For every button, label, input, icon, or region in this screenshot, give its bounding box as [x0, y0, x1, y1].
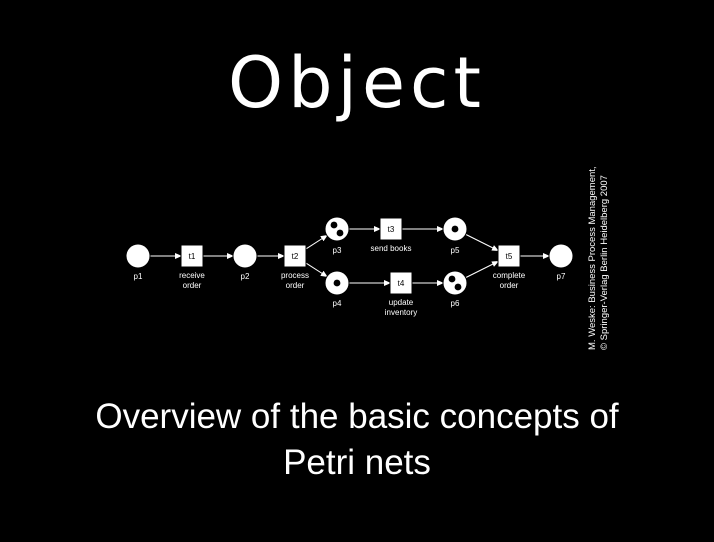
transition-t2 [283, 244, 307, 268]
credit-line-1: M. Weske: Business Process Management, [587, 166, 598, 350]
place-label-p2: p2 [241, 272, 250, 281]
slide-subtitle: Overview of the basic concepts of Petri … [0, 394, 714, 486]
arc-p6-t5 [465, 261, 499, 279]
credit-line-2: © Springer-Verlag Berlin Heidelberg 2007 [599, 175, 610, 350]
transition-id-t2: t2 [292, 252, 299, 261]
token-p6-1 [454, 283, 462, 291]
transition-caption-t1-0: receive [179, 271, 205, 280]
place-p2 [232, 243, 258, 269]
place-label-p6: p6 [451, 299, 460, 308]
transition-id-t5: t5 [506, 252, 513, 261]
token-p3-0 [330, 221, 338, 229]
place-label-p4: p4 [333, 299, 342, 308]
transition-t1 [180, 244, 204, 268]
transition-id-t1: t1 [189, 252, 196, 261]
subtitle-line-1: Overview of the basic concepts of [95, 397, 619, 436]
transition-caption-t3-0: send books [371, 244, 412, 253]
transition-caption-t5-0: complete [493, 271, 526, 280]
transition-caption-t5-1: order [500, 281, 519, 290]
place-label-p7: p7 [557, 272, 566, 281]
transition-caption-t4-1: inventory [385, 308, 417, 317]
transition-t5 [497, 244, 521, 268]
token-p4-0 [333, 279, 341, 287]
transition-caption-t2-1: order [286, 281, 305, 290]
transition-caption-t2-0: process [281, 271, 309, 280]
transition-caption-t1-1: order [183, 281, 202, 290]
transition-id-t4: t4 [398, 279, 405, 288]
token-p5-0 [451, 225, 459, 233]
place-p1 [125, 243, 151, 269]
place-label-p3: p3 [333, 246, 342, 255]
subtitle-line-2: Petri nets [283, 443, 431, 482]
arc-p5-t5 [465, 233, 499, 251]
token-p6-0 [448, 275, 456, 283]
place-label-p1: p1 [134, 272, 143, 281]
arc-t2-p4 [305, 262, 328, 278]
arc-t2-p3 [305, 234, 328, 250]
place-label-p5: p5 [451, 246, 460, 255]
place-p3 [324, 216, 350, 242]
transition-t3 [379, 217, 403, 241]
transition-id-t3: t3 [388, 225, 395, 234]
copyright-credit: M. Weske: Business Process Management, ©… [587, 165, 615, 350]
place-p7 [548, 243, 574, 269]
place-p6 [442, 270, 468, 296]
transition-caption-t4-0: update [389, 298, 414, 307]
slide-title: Object [228, 42, 486, 124]
token-p3-1 [336, 229, 344, 237]
transition-t4 [389, 271, 413, 295]
